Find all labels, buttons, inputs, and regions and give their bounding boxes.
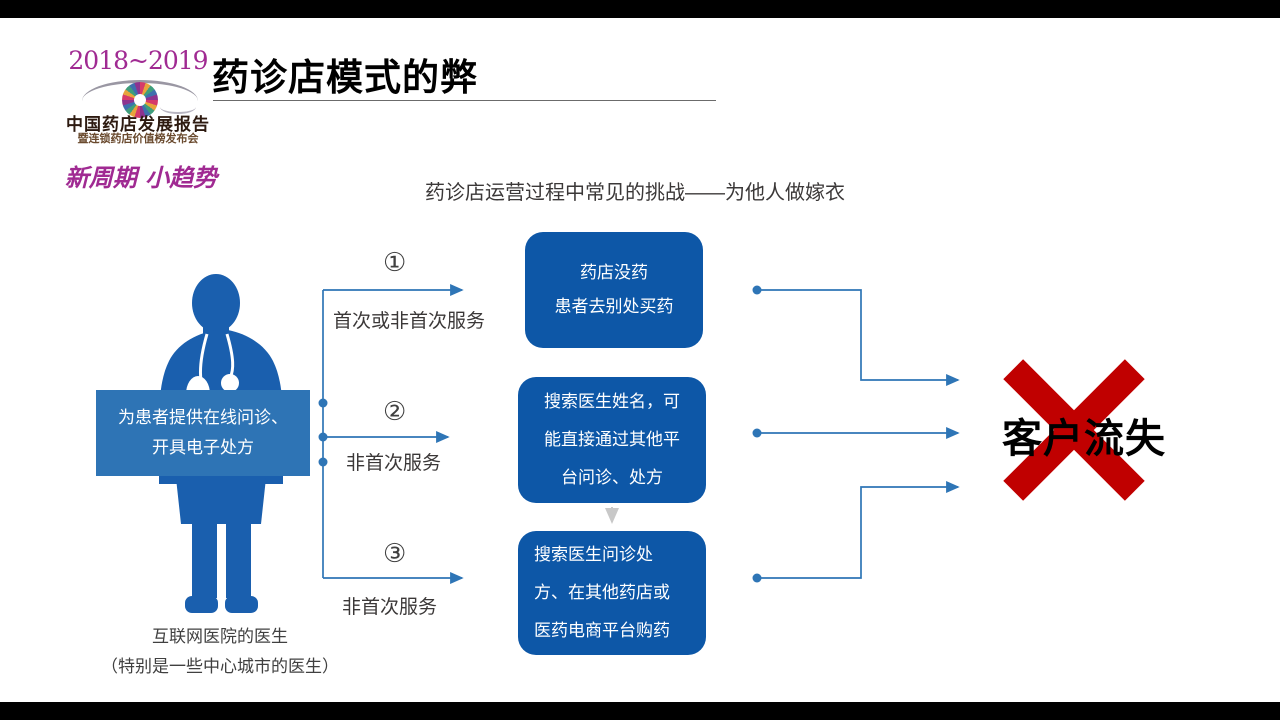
doctor-caption: 互联网医院的医生 bbox=[152, 627, 288, 646]
scenario-line: 药店没药 bbox=[580, 263, 648, 282]
eye-swirl-logo-icon bbox=[82, 74, 198, 118]
branch-1-number: ① bbox=[383, 247, 407, 277]
scenario-box-1: 药店没药 患者去别处买药 bbox=[525, 232, 703, 348]
letterbox-top bbox=[0, 0, 1280, 18]
logo-report-title: 中国药店发展报告 bbox=[66, 115, 210, 134]
result-label: 客户流失 bbox=[1002, 417, 1166, 461]
branch-2-number: ② bbox=[383, 396, 407, 426]
logo-report-subtitle: 暨连锁药店价值榜发布会 bbox=[77, 133, 199, 145]
scenario-line: 医药电商平台购药 bbox=[534, 621, 670, 640]
title-underline bbox=[213, 100, 716, 101]
branch-1-label: 首次或非首次服务 bbox=[333, 311, 486, 332]
badge-line: 开具电子处方 bbox=[152, 438, 254, 457]
scenario-line: 方、在其他药店或 bbox=[534, 583, 670, 602]
eyelid-arc bbox=[82, 80, 198, 122]
scenario-box-2: 搜索医生姓名，可 能直接通过其他平 台问诊、处方 bbox=[518, 377, 706, 503]
branch-2-label: 非首次服务 bbox=[346, 453, 442, 474]
branch-3-number: ③ bbox=[383, 538, 407, 568]
doctor-caption-note: （特别是一些中心城市的医生） bbox=[101, 657, 339, 676]
logo-years: 2018~2019 bbox=[68, 46, 208, 75]
scenario-line: 搜索医生问诊处 bbox=[534, 545, 653, 564]
eyelid-swoosh bbox=[160, 100, 196, 114]
scenario-line: 能直接通过其他平 bbox=[544, 430, 680, 449]
letterbox-bottom bbox=[0, 702, 1280, 720]
swirl-center bbox=[134, 94, 146, 106]
doctor-role-badge: 为患者提供在线问诊、 开具电子处方 bbox=[96, 390, 310, 476]
scenario-box-3: 搜索医生问诊处 方、在其他药店或 医药电商平台购药 bbox=[518, 531, 706, 655]
badge-line: 为患者提供在线问诊、 bbox=[118, 408, 288, 427]
logo-slogan: 新周期 小趋势 bbox=[64, 163, 218, 192]
scenario-line: 患者去别处买药 bbox=[554, 297, 674, 316]
branch-3-label: 非首次服务 bbox=[342, 597, 438, 618]
slide-subtitle: 药诊店运营过程中常见的挑战——为他人做嫁衣 bbox=[425, 182, 845, 204]
scenario-line: 台问诊、处方 bbox=[561, 468, 663, 487]
page-title: 药诊店模式的弊 bbox=[212, 57, 478, 98]
scenario-line: 搜索医生姓名，可 bbox=[544, 392, 680, 411]
